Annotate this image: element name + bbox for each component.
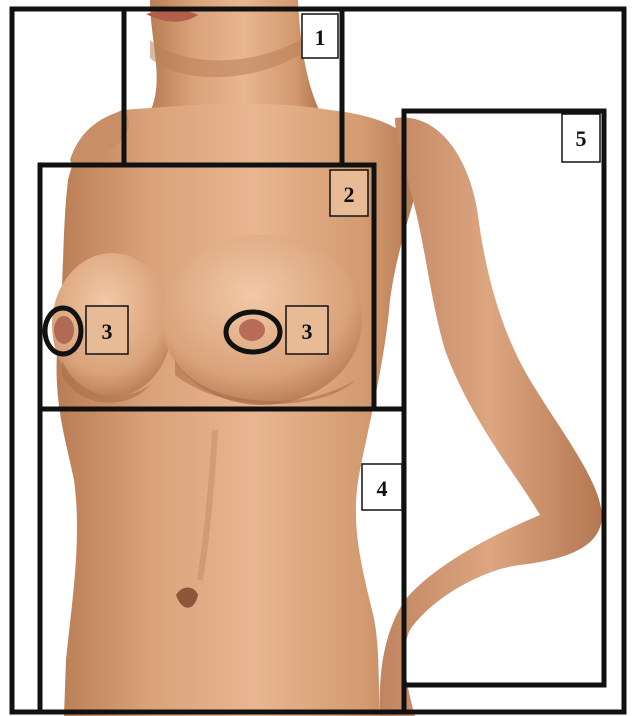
region-1-label: 1 bbox=[315, 25, 326, 50]
nipple-right bbox=[54, 316, 74, 344]
region-2-tag: 2 bbox=[330, 170, 368, 216]
region-3-left-label: 3 bbox=[302, 319, 313, 344]
region-2-label: 2 bbox=[344, 182, 355, 207]
region-4-label: 4 bbox=[377, 476, 388, 501]
region-4-tag: 4 bbox=[362, 464, 402, 510]
region-3-right-label: 3 bbox=[102, 319, 113, 344]
region-3-left-tag: 3 bbox=[286, 306, 328, 354]
region-1-tag: 1 bbox=[302, 14, 338, 58]
region-5-label: 5 bbox=[576, 126, 587, 151]
region-3-right-tag: 3 bbox=[86, 306, 128, 354]
nipple-left bbox=[239, 319, 265, 341]
region-5-tag: 5 bbox=[562, 114, 600, 162]
